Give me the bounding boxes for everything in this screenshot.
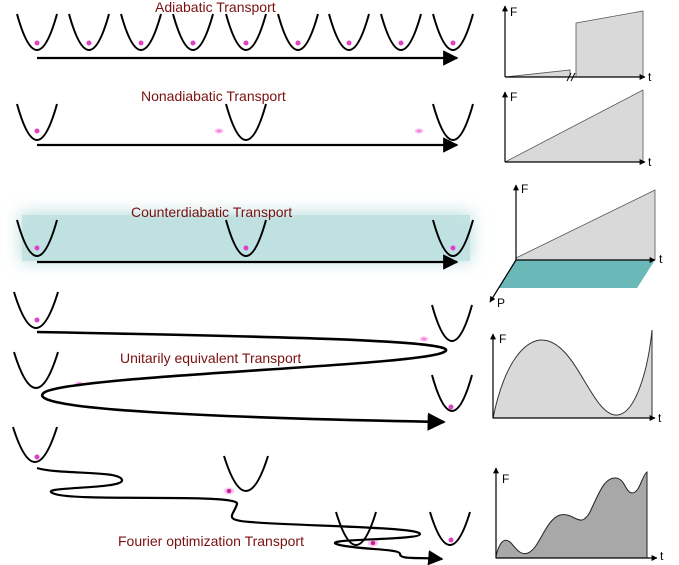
panel2-time-label: t (648, 155, 652, 169)
unitary-title: Unitarily equivalent Transport (120, 350, 302, 366)
adiabatic-row (16, 13, 474, 66)
fourier-particles (34, 454, 454, 547)
panel2-force-label: F (510, 90, 518, 104)
panel-fourier-force (493, 467, 658, 561)
counterdiabatic-title: Counterdiabatic Transport (131, 204, 293, 220)
panel1-time-label: t (648, 70, 652, 84)
fourier-wells (12, 426, 471, 546)
unitary-path (36, 330, 448, 431)
nonadiabatic-wells (16, 103, 474, 141)
panel-nonadiabatic-force (502, 89, 646, 165)
panel-adiabatic-force (502, 5, 646, 82)
adiabatic-particles (34, 40, 456, 46)
unitary-row (13, 291, 473, 431)
fourier-path (36, 466, 444, 565)
counterdiabatic-particles (34, 245, 456, 251)
panel5-time-label: t (660, 549, 664, 563)
panel3-force-label: F (521, 182, 529, 196)
panel5-force-label: F (502, 472, 510, 486)
panel1-force-label: F (510, 5, 518, 19)
adiabatic-wells (16, 13, 474, 51)
nonadiabatic-title: Nonadiabatic Transport (141, 88, 286, 104)
panel4-force-label: F (499, 332, 507, 346)
nonadiabatic-particles (34, 128, 424, 134)
adiabatic-title: Adiabatic Transport (155, 0, 276, 15)
counterdiabatic-row (16, 212, 474, 270)
panel-unitary-force (490, 329, 656, 421)
panel3-momentum-label: P (497, 296, 506, 310)
panel3-time-label: t (659, 252, 663, 266)
fourier-title: Fourier optimization Transport (118, 533, 304, 549)
momentum-plane (499, 260, 655, 288)
nonadiabatic-row (16, 103, 474, 153)
panel4-time-label: t (658, 411, 662, 425)
panel-counterdiabatic-force (489, 184, 656, 303)
unitary-wells (13, 291, 473, 412)
fourier-row (12, 426, 471, 565)
